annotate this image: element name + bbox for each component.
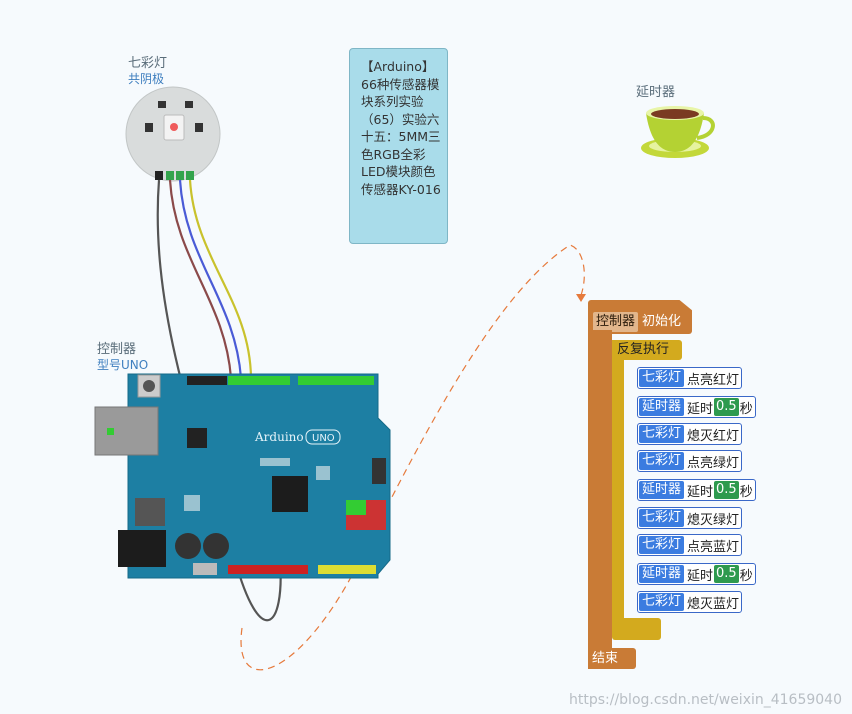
delay-unit: 秒 xyxy=(739,484,753,500)
mcu-chip xyxy=(272,476,308,512)
g-pin xyxy=(176,171,184,180)
statement-block[interactable]: 七彩灯点亮红灯 xyxy=(637,367,743,389)
delay-prefix: 延时 xyxy=(687,484,714,500)
statement-block[interactable]: 七彩灯熄灭蓝灯 xyxy=(637,591,743,613)
delay-value[interactable]: 0.5 xyxy=(714,565,739,583)
rgb-led-module xyxy=(125,86,221,182)
arduino-uno-board xyxy=(94,373,391,579)
statement-tag: 延时器 xyxy=(639,398,685,416)
regulator xyxy=(135,498,165,526)
board-model: UNO xyxy=(312,433,335,444)
delay-device-title: 延时器 xyxy=(636,85,676,100)
statement-text: 熄灭蓝灯 xyxy=(687,596,740,612)
statement-text: 点亮红灯 xyxy=(687,372,740,388)
statement-tag: 七彩灯 xyxy=(639,509,685,527)
statement-block[interactable]: 七彩灯点亮蓝灯 xyxy=(637,534,743,556)
gnd-pin xyxy=(155,171,163,180)
watermark: https://blog.csdn.net/weixin_41659040 xyxy=(568,692,842,708)
capacitor xyxy=(175,533,201,559)
statement-text: 熄灭绿灯 xyxy=(687,512,740,528)
delay-value[interactable]: 0.5 xyxy=(714,481,739,499)
statement-text: 点亮绿灯 xyxy=(687,455,740,471)
power-jack xyxy=(118,530,166,567)
statement-block[interactable]: 七彩灯点亮绿灯 xyxy=(637,450,743,472)
dashed-link xyxy=(240,244,585,671)
controller-title: 控制器 xyxy=(97,342,137,357)
crystal xyxy=(193,563,217,575)
resistor-icon xyxy=(145,123,153,132)
link-arrow-icon xyxy=(576,294,586,302)
led-module-subtitle: 共阴极 xyxy=(128,72,165,86)
b-pin xyxy=(186,171,194,180)
usb-chip xyxy=(187,428,207,448)
statement-block[interactable]: 七彩灯熄灭绿灯 xyxy=(637,507,743,529)
teacup-icon xyxy=(641,106,715,158)
init-block[interactable]: 控制器 初始化 xyxy=(588,300,692,334)
capacitor xyxy=(203,533,229,559)
statement-tag: 延时器 xyxy=(639,565,685,583)
delay-prefix: 延时 xyxy=(687,568,714,584)
init-label: 初始化 xyxy=(642,314,682,329)
loop-block-end xyxy=(612,618,661,640)
statement-block[interactable]: 七彩灯熄灭红灯 xyxy=(637,423,743,445)
end-block[interactable]: 结束 xyxy=(588,648,636,669)
controller-subtitle: 型号UNO xyxy=(97,358,149,372)
board-logo: Arduino xyxy=(254,430,304,444)
resistor-icon xyxy=(195,123,203,132)
statement-tag: 延时器 xyxy=(639,481,685,499)
loop-block-arm xyxy=(612,358,624,620)
statement-tag: 七彩灯 xyxy=(639,425,685,443)
wire-blue xyxy=(188,179,253,379)
r-pin xyxy=(166,171,174,180)
delay-prefix: 延时 xyxy=(687,401,714,417)
statement-tag: 七彩灯 xyxy=(639,536,685,554)
note-text: 【Arduino】66种传感器模块系列实验（65）实验六十五：5MM三色RGB全… xyxy=(361,59,441,197)
init-block-arm xyxy=(588,330,612,652)
loop-block[interactable]: 反复执行 xyxy=(612,340,682,360)
statement-tag: 七彩灯 xyxy=(639,369,685,387)
init-tag: 控制器 xyxy=(593,312,639,332)
wire-green xyxy=(178,179,243,379)
wire-red xyxy=(168,179,233,379)
delay-unit: 秒 xyxy=(739,401,753,417)
statement-text: 点亮蓝灯 xyxy=(687,539,740,555)
statement-tag: 七彩灯 xyxy=(639,452,685,470)
delay-unit: 秒 xyxy=(739,568,753,584)
usb-port xyxy=(94,406,159,456)
note-card[interactable]: 【Arduino】66种传感器模块系列实验（65）实验六十五：5MM三色RGB全… xyxy=(349,48,448,244)
statement-tag: 七彩灯 xyxy=(639,593,685,611)
delay-value[interactable]: 0.5 xyxy=(714,398,739,416)
statement-text: 熄灭红灯 xyxy=(687,428,740,444)
led-module-title: 七彩灯 xyxy=(128,56,168,71)
